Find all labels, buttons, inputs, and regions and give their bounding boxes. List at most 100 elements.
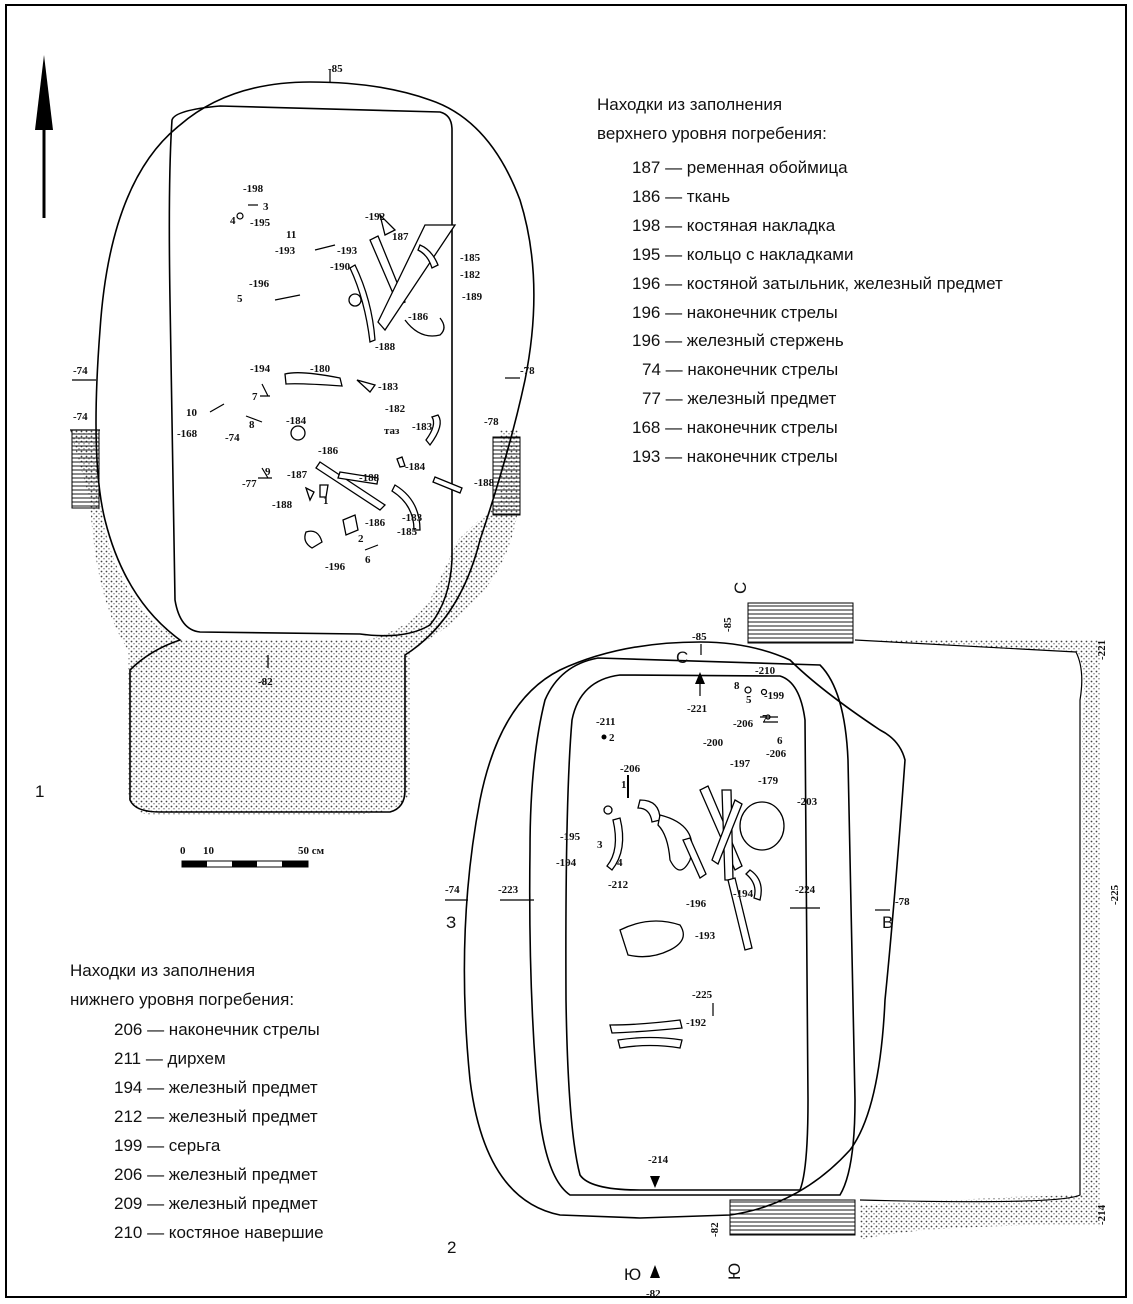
find-label: -77 <box>242 478 257 490</box>
find-label: -206 <box>733 718 754 730</box>
section-wall-bottom <box>729 1199 856 1236</box>
find-label: -179 <box>758 775 779 787</box>
level-inner-east-label: -224 <box>795 884 816 896</box>
level-inner-west-label: -223 <box>498 884 519 896</box>
find-label: -211 <box>596 716 616 728</box>
scale-bar: 0 10 50 см <box>180 845 325 868</box>
section-level-right-bottom: -214 <box>1096 1204 1108 1225</box>
find-label: -193 <box>337 245 358 257</box>
legend-item: 186 — ткань <box>632 187 730 206</box>
find-label: 8 <box>249 419 255 431</box>
legend-item: 211 — дирхем <box>114 1049 226 1068</box>
find-label: -193 <box>275 245 296 257</box>
find-label: -195 <box>250 217 271 229</box>
level-north-label: -85 <box>692 631 707 643</box>
level-center-label: -225 <box>692 989 713 1001</box>
find-label: -184 <box>286 415 307 427</box>
find-label: -168 <box>177 428 198 440</box>
plan-number-2: 2 <box>447 1238 456 1257</box>
find-label: -192 <box>686 1017 707 1029</box>
pit2-outline-middle <box>528 657 856 1196</box>
section-level-bottom: -82 <box>709 1222 721 1237</box>
compass-west-label: З <box>446 913 456 932</box>
level-left-label: -74 <box>73 365 88 377</box>
legend-item: 193 — наконечник стрелы <box>632 447 838 466</box>
find-label: -194 <box>250 363 271 375</box>
skeleton-sketch-lower <box>258 456 463 551</box>
find-label: 2 <box>358 533 364 545</box>
legend-item: 198 — костяная накладка <box>632 216 836 235</box>
section-wall-top <box>747 602 854 644</box>
scale-label-fifty: 50 см <box>298 845 325 857</box>
find-label: -206 <box>766 748 787 760</box>
find-label: -183 <box>412 421 433 433</box>
find-label: -196 <box>325 561 346 573</box>
level-right-label: -78 <box>520 365 535 377</box>
find-label: -198 <box>243 183 264 195</box>
find-label: -74 <box>225 432 240 444</box>
find-label: -188 <box>359 472 380 484</box>
find-label: -182 <box>385 403 406 415</box>
level-bottom-label: -82 <box>258 676 273 688</box>
find-label: 9 <box>265 466 271 478</box>
legend-item: 199 — серьга <box>114 1136 221 1155</box>
compass-south-label: Ю <box>624 1265 641 1284</box>
plan-1: -85 -82 -74 -74 -78 -78 <box>35 63 535 868</box>
find-label: -196 <box>249 278 270 290</box>
find-label: -185 <box>397 526 418 538</box>
find-label: -183 <box>402 512 423 524</box>
grave-outline-inner <box>168 105 453 637</box>
lower-legend: Находки из заполнения нижнего уровня пог… <box>70 961 324 1242</box>
find-label: -180 <box>310 363 331 375</box>
section-north-label: С <box>731 582 750 594</box>
legend-item: 77 — железный предмет <box>642 389 836 408</box>
scale-label-zero: 0 <box>180 845 186 857</box>
find-label: 3 <box>263 201 269 213</box>
find-label: 1 <box>323 495 329 507</box>
find-label: 7 <box>252 391 258 403</box>
skeleton-sketch-plan2 <box>601 686 785 1049</box>
legend-item: 196 — железный стержень <box>632 331 844 350</box>
plan1-find-labels: -198 3 4 -195 11 -193 -193 -192 187 -190… <box>177 183 495 573</box>
legend-item: 195 — кольцо с накладками <box>632 245 853 264</box>
find-label: 4 <box>230 215 236 227</box>
scale-label-ten: 10 <box>203 845 215 857</box>
find-label: -186 <box>318 445 339 457</box>
legend-item: 210 — костяное навершие <box>114 1223 324 1242</box>
legend-item: 196 — костяной затыльник, железный предм… <box>632 274 1003 293</box>
lower-legend-title-2: нижнего уровня погребения: <box>70 990 294 1009</box>
find-label: -182 <box>460 269 481 281</box>
level-top-marker: -85 <box>328 63 343 82</box>
find-label: -197 <box>730 758 751 770</box>
north-arrow-icon <box>35 55 53 218</box>
legend-item: 196 — наконечник стрелы <box>632 303 838 322</box>
find-label: -183 <box>378 381 399 393</box>
find-label: 5 <box>237 293 243 305</box>
find-label: -187 <box>287 469 308 481</box>
find-label: -185 <box>460 252 481 264</box>
level-top-label: -85 <box>328 63 343 75</box>
section-level-right-mid: -225 <box>1109 884 1121 905</box>
find-label: -206 <box>620 763 641 775</box>
legend-item: 74 — наконечник стрелы <box>642 360 838 379</box>
find-label: 7 <box>762 713 768 725</box>
section-wall-right <box>492 436 521 516</box>
find-label: -184 <box>405 461 426 473</box>
find-label: -192 <box>365 211 386 223</box>
find-label: 11 <box>286 229 296 241</box>
lower-legend-title-1: Находки из заполнения <box>70 961 255 980</box>
find-label: 187 <box>392 231 409 243</box>
find-label: 5 <box>746 694 752 706</box>
level-right2-label: -78 <box>484 416 499 428</box>
pit-outline-outer <box>95 81 535 813</box>
level-inner-south-label: -214 <box>648 1154 669 1166</box>
find-label: 1 <box>621 779 627 791</box>
legend-item: 168 — наконечник стрелы <box>632 418 838 437</box>
compass-north-label: С <box>676 648 688 667</box>
find-label: таз <box>384 425 400 437</box>
skeleton-sketch-upper <box>236 204 457 343</box>
compass-east-label: В <box>882 913 893 932</box>
find-label: -190 <box>330 261 351 273</box>
find-label: -194 <box>556 857 577 869</box>
